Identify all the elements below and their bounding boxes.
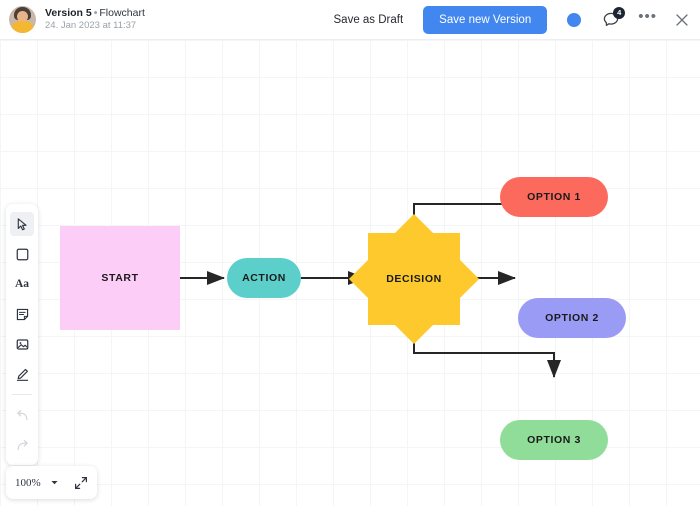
more-icon: ••• [638,8,657,25]
node-option2-label: OPTION 2 [545,312,599,324]
undo-button[interactable] [10,403,34,427]
node-start[interactable]: START [60,226,180,330]
close-button[interactable] [674,12,690,28]
node-option1-label: OPTION 1 [527,191,581,203]
node-decision-label: DECISION [386,273,442,285]
shape-tool-button[interactable] [10,242,34,266]
node-action-label: ACTION [242,272,286,284]
avatar-face [17,11,28,22]
square-icon [16,248,28,260]
version-timestamp: 24. Jan 2023 at 11:37 [45,20,137,32]
flowchart-canvas[interactable]: START ACTION DECISION OPTION 1 OPTION 2 … [0,40,700,506]
node-option2[interactable]: OPTION 2 [518,298,626,338]
image-icon [16,338,28,350]
app-header: Version 5•Flowchart 24. Jan 2023 at 11:3… [0,0,700,40]
node-option1[interactable]: OPTION 1 [500,177,608,217]
title-separator: • [93,7,98,19]
node-start-label: START [101,272,139,284]
more-options-button[interactable]: ••• [638,9,657,24]
zoom-dropdown-button[interactable] [50,478,59,487]
toolbar-divider [12,394,32,395]
avatar[interactable] [9,6,36,33]
header-title-line: Version 5•Flowchart [45,7,145,19]
expand-icon [74,476,87,489]
text-tool-button[interactable]: Aa [10,272,34,296]
redo-icon [17,439,28,450]
select-tool-button[interactable] [10,212,34,236]
tools-panel: Aa [6,204,38,465]
pen-tool-button[interactable] [10,362,34,386]
comments-button[interactable]: 4 [601,6,626,30]
save-as-draft-button[interactable]: Save as Draft [328,10,410,30]
redo-button[interactable] [10,433,34,457]
save-new-version-button[interactable]: Save new Version [423,5,548,34]
presence-indicator[interactable] [567,12,582,27]
note-tool-button[interactable] [10,302,34,326]
node-option3-label: OPTION 3 [527,434,581,446]
text-icon: Aa [14,278,30,290]
node-option3[interactable]: OPTION 3 [500,420,608,460]
close-icon [676,13,688,26]
zoom-control: 100% [6,466,97,499]
pen-icon [16,368,28,381]
document-name: Flowchart [99,7,145,19]
node-action[interactable]: ACTION [227,258,301,298]
fit-to-screen-button[interactable] [74,476,88,490]
node-decision[interactable]: DECISION [348,213,480,345]
comment-badge: 4 [613,6,626,19]
zoom-level-value[interactable]: 100% [15,476,41,489]
chevron-down-icon [51,481,58,485]
version-label: Version 5 [45,7,92,19]
header-titles: Version 5•Flowchart 24. Jan 2023 at 11:3… [45,7,145,32]
header-actions: Save as Draft Save new Version 4 ••• [328,5,700,34]
cursor-icon [17,217,27,230]
undo-icon [16,409,27,420]
sticky-note-icon [16,308,28,320]
image-tool-button[interactable] [10,332,34,356]
avatar-body [11,21,34,33]
